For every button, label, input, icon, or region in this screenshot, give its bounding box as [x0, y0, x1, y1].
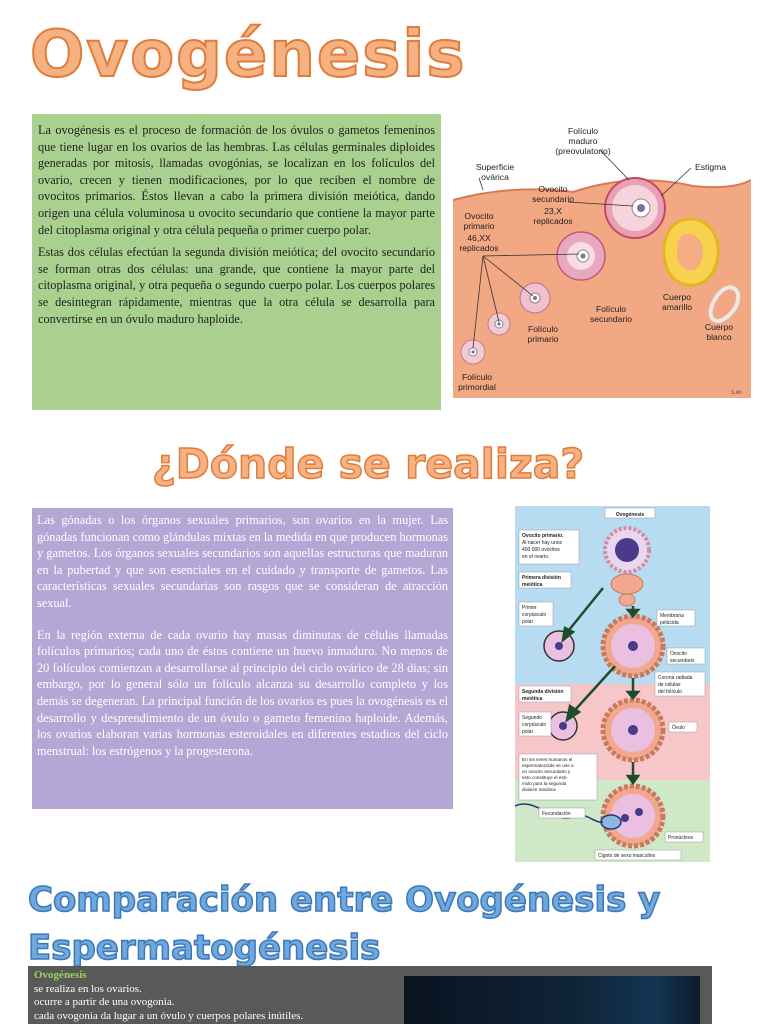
comparison-heading-line-1: Comparación entre Ovogénesis y: [27, 879, 661, 921]
label-cigoto: Cigoto de sexo masculino: [598, 853, 655, 859]
label-fecundacion: Fecundación: [542, 811, 571, 817]
comparison-heading: Comparación entre Ovogénesis y Espermato…: [27, 876, 661, 972]
where-paragraph-1: Las gónadas o los órganos sexuales prima…: [37, 513, 448, 610]
label-estigma: Estigma: [695, 162, 726, 172]
comparison-line-2: ocurre a partir de una ovogonia.: [34, 996, 175, 1008]
where-paragraph-2: En la región externa de cada ovario hay …: [37, 627, 448, 758]
label-pronucleos: Pronúcleos: [668, 835, 694, 841]
intro-paragraph-2: Estas dos células efectúan la segunda di…: [38, 245, 435, 326]
oogenesis-figure-title: Ovogénesis: [616, 512, 645, 518]
comparison-heading-line-2: Espermatogénesis: [27, 927, 381, 969]
comparison-ovogenesis-heading: Ovogénesis: [34, 969, 87, 981]
oogenesis-diagram: Ovogénesis Ovocito primario.Al nacer hay…: [515, 506, 710, 862]
page-title: Ovogénesis: [29, 17, 467, 93]
where-text-box: Las gónadas o los órganos sexuales prima…: [32, 508, 453, 809]
comparison-line-3: cada ovogonia da lugar a un óvulo y cuer…: [34, 1009, 304, 1022]
intro-paragraph-1: La ovogénesis es el proceso de formación…: [38, 123, 435, 237]
figure-signature: S.Ah: [731, 390, 742, 396]
comparison-image: [404, 976, 700, 1024]
intro-text-box: La ovogénesis es el proceso de formación…: [32, 114, 441, 410]
comparison-text: Ovogénesis se realiza en los ovarios. oc…: [34, 969, 303, 1023]
comparison-line-1: se realiza en los ovarios.: [34, 982, 142, 995]
label-ovulo: Óvulo: [672, 724, 685, 731]
where-heading: ¿Dónde se realiza?: [151, 439, 585, 489]
